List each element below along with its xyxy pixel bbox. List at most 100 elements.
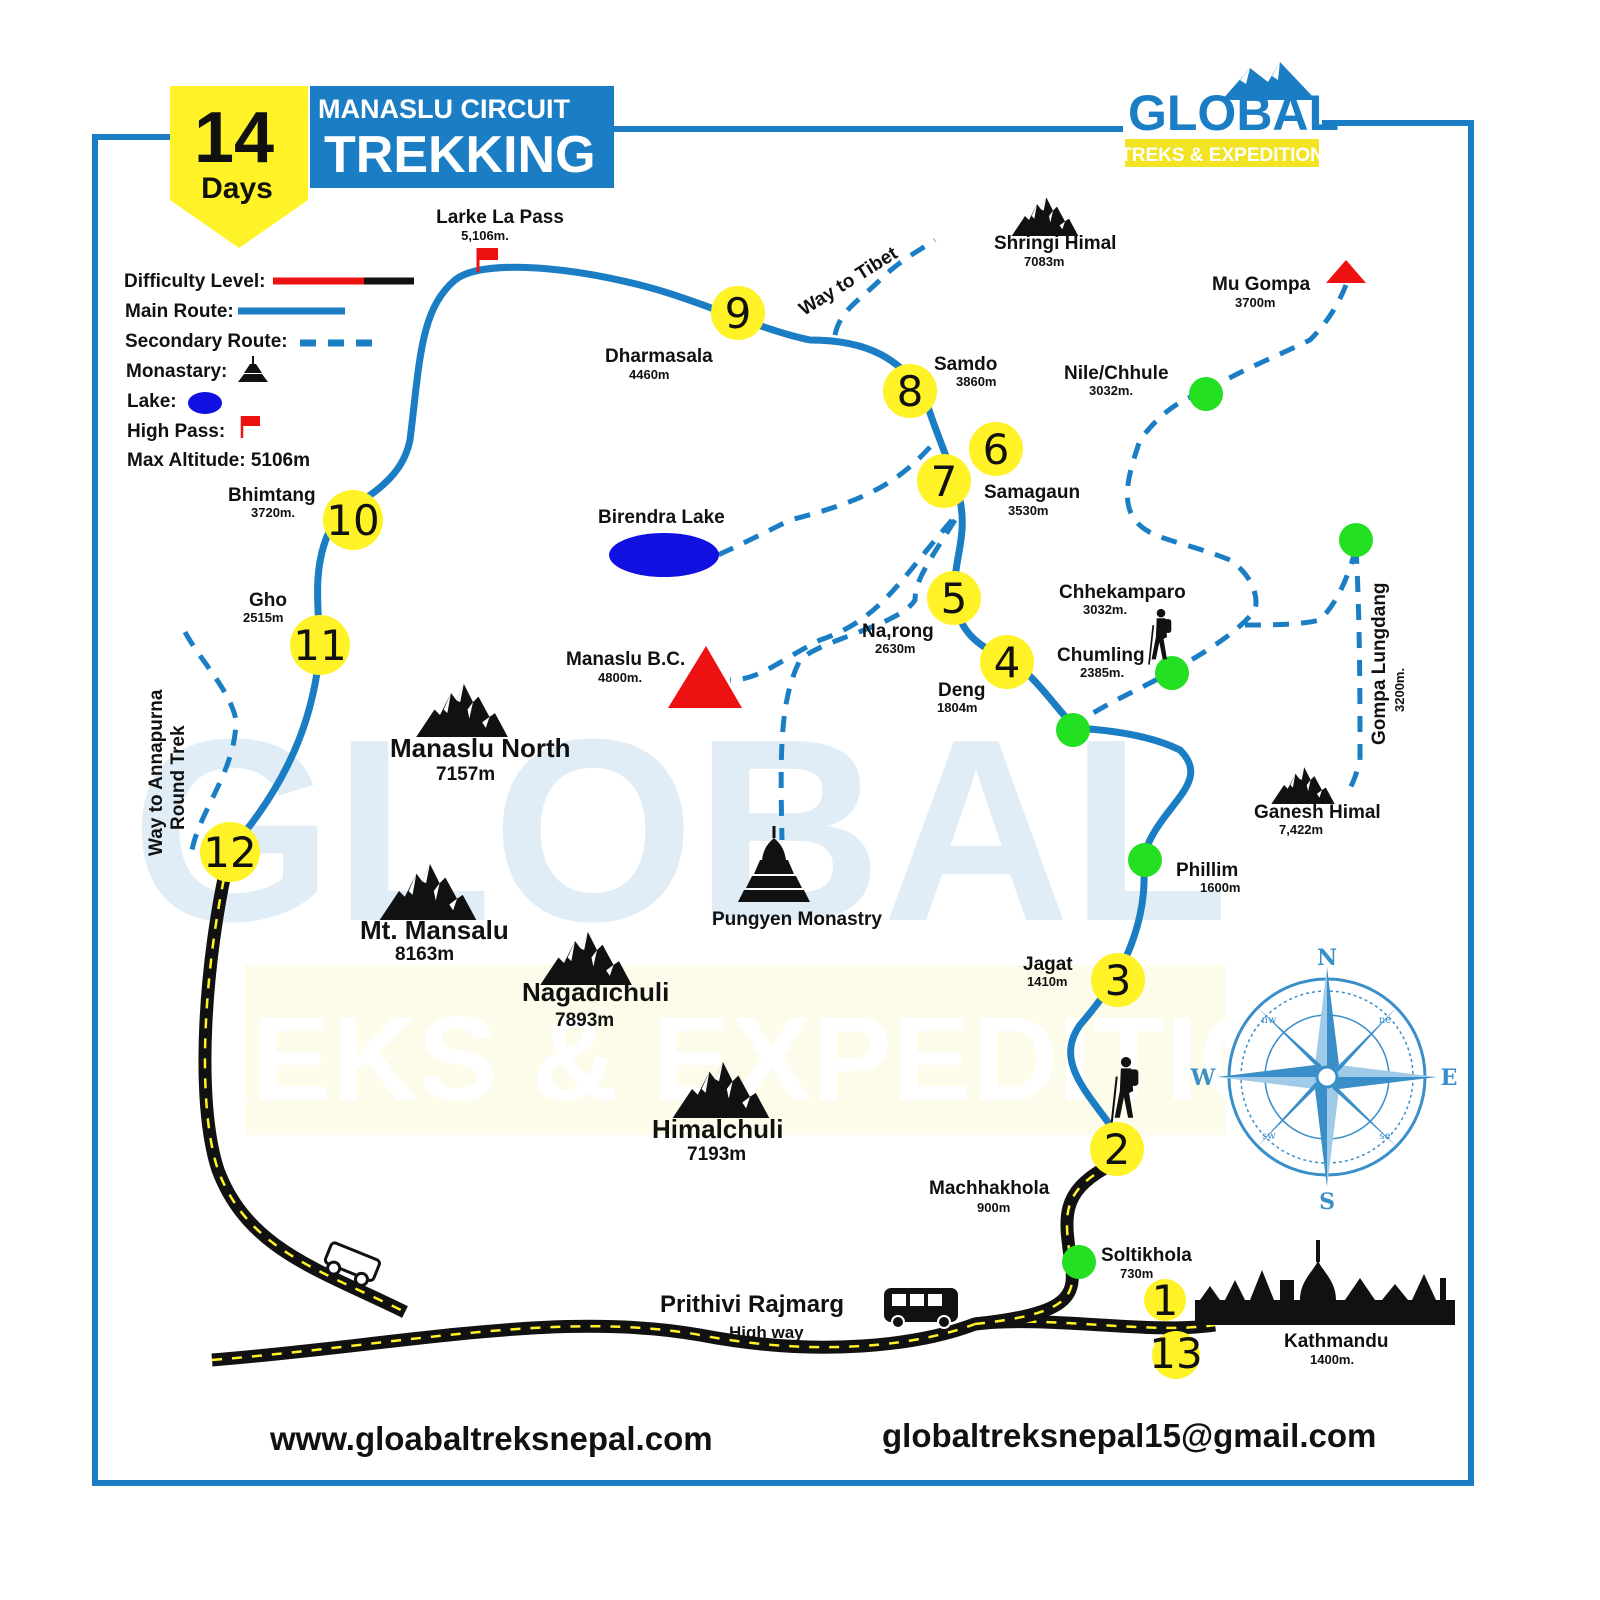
company-logo: GLOBAL TREKS & EXPEDITION <box>1120 62 1339 167</box>
label-highway: Prithivi Rajmarg <box>660 1291 844 1318</box>
label-pungyen-monastery: Pungyen Monastry <box>712 909 882 930</box>
label-chhekamparo: Chhekamparo <box>1059 582 1186 603</box>
stop-number: 2 <box>1104 1125 1131 1174</box>
stop-7: 7 <box>917 454 971 508</box>
stop-8: 8 <box>883 364 937 418</box>
compass-s: S <box>1319 1189 1335 1215</box>
jeep-icon <box>323 1241 381 1287</box>
legend-high-pass: High Pass: <box>127 421 225 442</box>
alt-manaslu-bc: 4800m. <box>598 670 642 685</box>
stop-2: 2 <box>1090 1122 1144 1176</box>
compass-ne: ne <box>1379 1015 1391 1026</box>
alt-gho: 2515m <box>243 610 283 625</box>
watermark-word: GLOBAL <box>131 686 1229 976</box>
alt-samdo: 3860m <box>956 374 996 389</box>
legend-lake: Lake: <box>127 391 177 412</box>
label-highway-sub: High way <box>729 1323 804 1342</box>
alt-himalchuli: 7193m <box>687 1144 746 1165</box>
label-way-to-annapurna: Way to Annapurna <box>146 689 167 856</box>
compass-se: se <box>1379 1131 1390 1142</box>
triangle-icon <box>668 646 742 708</box>
stop-number: 8 <box>897 367 924 416</box>
bus-icon <box>884 1288 958 1329</box>
title-box: MANASLU CIRCUIT TREKKING <box>310 86 614 188</box>
compass-rose: N S E W ne nw se sw <box>1190 945 1458 1215</box>
label-phillim: Phillim <box>1176 860 1238 881</box>
label-nile-chhule: Nile/Chhule <box>1064 363 1169 384</box>
mountain-icon <box>1011 197 1079 236</box>
logo-word: GLOBAL <box>1128 85 1339 141</box>
stop-11: 11 <box>290 615 350 675</box>
compass-w: W <box>1190 1065 1216 1091</box>
alt-samagaun: 3530m <box>1008 503 1048 518</box>
alt-jagat: 1410m <box>1027 974 1067 989</box>
label-larke-pass: Larke La Pass <box>436 207 564 228</box>
compass-nw: nw <box>1262 1015 1277 1026</box>
label-round-trek: Round Trek <box>168 725 189 830</box>
label-gompa-lungdang: Gompa Lungdang <box>1369 582 1390 745</box>
alt-nile-chhule: 3032m. <box>1089 383 1133 398</box>
peak-labels: Shringi Himal 7083m Manaslu North 7157m … <box>360 233 1381 1165</box>
stop-number: 10 <box>326 496 379 545</box>
peak-manaslu-north: Manaslu North <box>390 733 571 763</box>
monastery-icon <box>238 356 268 382</box>
label-soltikhola: Soltikhola <box>1101 1245 1192 1266</box>
label-jagat: Jagat <box>1023 954 1073 975</box>
legend-difficulty: Difficulty Level: <box>124 271 265 292</box>
peak-himalchuli: Himalchuli <box>652 1114 783 1144</box>
alt-nagadichuli: 7893m <box>555 1010 614 1031</box>
alt-ganesh: 7,422m <box>1279 822 1323 837</box>
label-narong: Na,rong <box>862 621 934 642</box>
label-bhimtang: Bhimtang <box>228 485 316 506</box>
alt-deng: 1804m <box>937 700 977 715</box>
label-birendra-lake: Birendra Lake <box>598 507 725 528</box>
stop-number: 4 <box>994 638 1021 687</box>
legend-main-route: Main Route: <box>125 301 234 322</box>
label-chumling: Chumling <box>1057 645 1145 666</box>
label-deng: Deng <box>938 680 986 701</box>
footer-website-link[interactable]: www.gloabaltreksnepal.com <box>269 1420 713 1457</box>
stop-3: 3 <box>1091 953 1145 1007</box>
badge-number: 14 <box>194 98 274 178</box>
flag-icon <box>476 248 498 272</box>
hiker-icon <box>1148 608 1173 666</box>
legend: Difficulty Level: Main Route: Secondary … <box>124 271 414 471</box>
waypoint-dots <box>1056 377 1373 1279</box>
stop-number: 11 <box>293 621 346 670</box>
stop-9: 9 <box>711 286 765 340</box>
compass-n: N <box>1317 945 1337 971</box>
triangle-icon <box>1326 260 1366 283</box>
peak-ganesh: Ganesh Himal <box>1254 802 1381 823</box>
kathmandu-skyline <box>1195 1240 1455 1325</box>
days-badge: 14 Days <box>170 86 308 248</box>
peak-nagadichuli: Nagadichuli <box>522 977 669 1007</box>
stop-markers: 1 2 3 4 5 6 7 8 9 10 11 12 13 <box>200 286 1203 1379</box>
alt-mt-mansalu: 8163m <box>395 944 454 965</box>
markers <box>476 248 1373 1279</box>
alt-bhimtang: 3720m. <box>251 505 295 520</box>
label-samagaun: Samagaun <box>984 482 1080 503</box>
label-mu-gompa: Mu Gompa <box>1212 274 1311 295</box>
lake-icon <box>609 533 719 577</box>
peak-mt-mansalu: Mt. Mansalu <box>360 915 509 945</box>
stop-number: 9 <box>725 289 752 338</box>
logo-tagline: TREKS & EXPEDITION <box>1120 145 1324 166</box>
lake-icon <box>188 392 222 414</box>
alt-gompa-lungdang: 3200m. <box>1392 668 1407 712</box>
label-kathmandu: Kathmandu <box>1284 1331 1389 1352</box>
page-title: TREKKING <box>324 126 596 184</box>
alt-kathmandu: 1400m. <box>1310 1352 1354 1367</box>
stop-6: 6 <box>969 422 1023 476</box>
stop-number: 13 <box>1149 1329 1202 1378</box>
map-frame <box>92 120 1474 1486</box>
footer-email-link[interactable]: globaltreksnepal15@gmail.com <box>882 1417 1376 1454</box>
label-samdo: Samdo <box>934 354 997 375</box>
monastery-icon <box>738 826 810 902</box>
stop-number: 1 <box>1152 1276 1179 1325</box>
alt-chhekamparo: 3032m. <box>1083 602 1127 617</box>
alt-machhakhola: 900m <box>977 1200 1010 1215</box>
stop-12: 12 <box>200 822 260 882</box>
flag-icon <box>240 416 260 438</box>
stop-4: 4 <box>980 635 1034 689</box>
